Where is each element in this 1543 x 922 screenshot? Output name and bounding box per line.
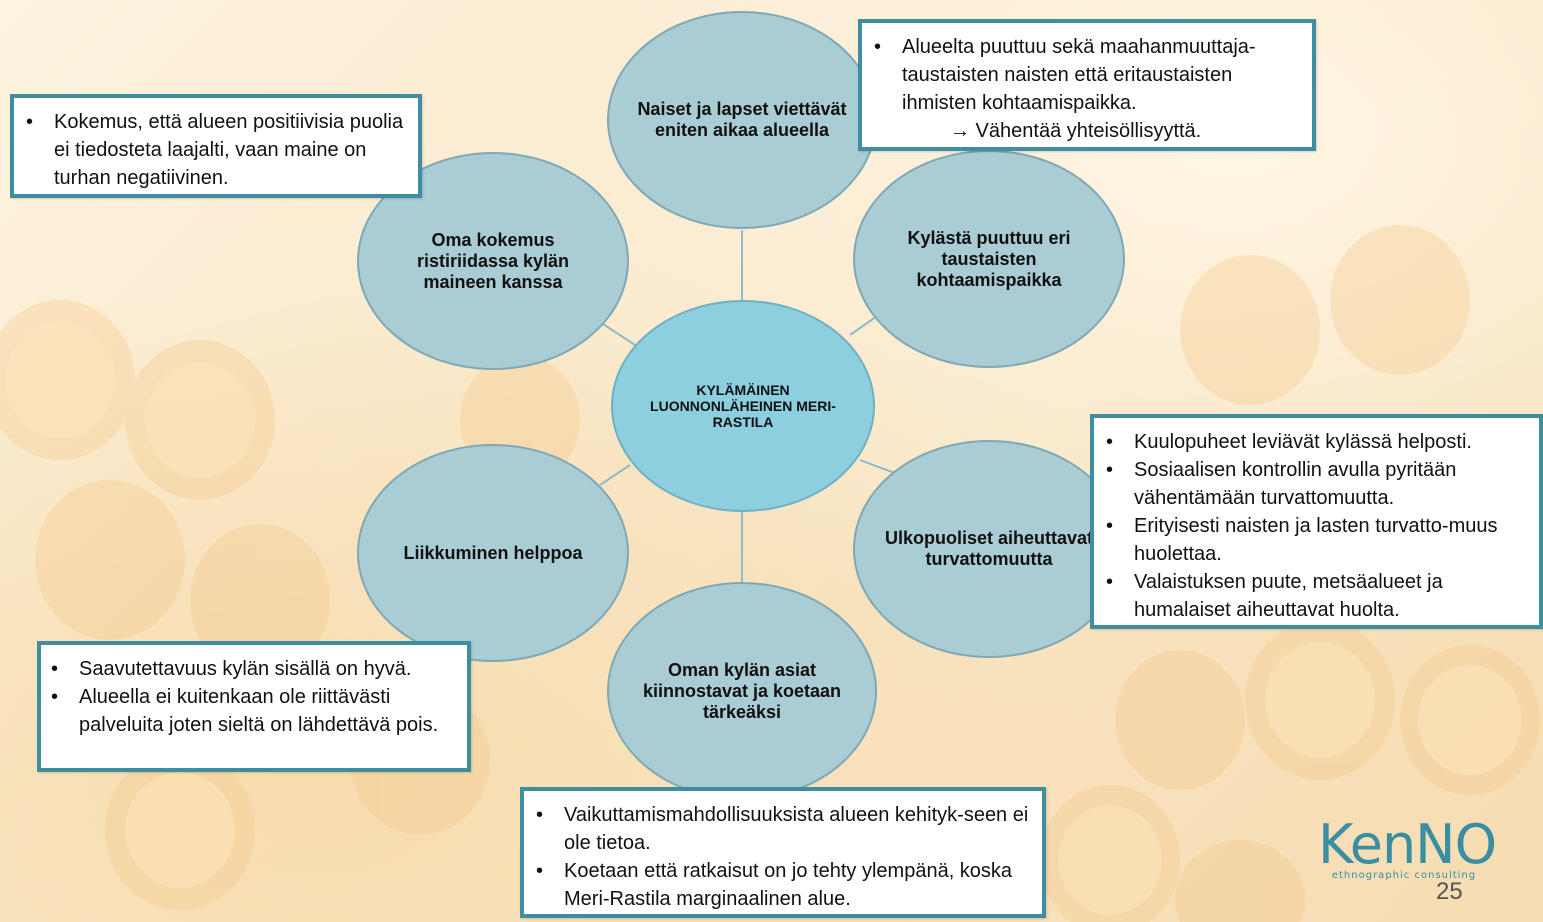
node-naiset-ja-lapset: Naiset ja lapset viettävät eniten aikaa … — [607, 11, 877, 229]
callout-bullet: Koetaan että ratkaisut on jo tehty ylemp… — [528, 857, 1032, 913]
callout-list: Kokemus, että alueen positiivisia puolia… — [18, 108, 406, 192]
callout-bottom-left: Saavutettavuus kylän sisällä on hyvä. Al… — [37, 641, 471, 772]
callout-list: Alueelta puuttuu sekä maahanmuuttaja-tau… — [866, 33, 1300, 145]
callout-list: Vaikuttamismahdollisuuksista alueen kehi… — [528, 801, 1032, 913]
node-kohtaamispaikka: Kylästä puuttuu eri taustaisten kohtaami… — [853, 150, 1125, 368]
center-node: KYLÄMÄINEN LUONNONLÄHEINEN MERI-RASTILA — [611, 300, 875, 512]
callout-bullet: Alueella ei kuitenkaan ole riittävästi p… — [43, 683, 457, 739]
node-label: Oman kylän asiat kiinnostavat ja koetaan… — [642, 659, 842, 722]
callout-top-right: Alueelta puuttuu sekä maahanmuuttaja-tau… — [858, 19, 1316, 151]
callout-top-left: Kokemus, että alueen positiivisia puolia… — [10, 94, 422, 198]
node-label: Oma kokemus ristiriidassa kylän maineen … — [416, 229, 570, 292]
connector-bottom-left — [599, 464, 631, 486]
callout-bullet: Valaistuksen puute, metsäalueet ja humal… — [1098, 568, 1529, 624]
callout-bullet: Vaikuttamismahdollisuuksista alueen kehi… — [528, 801, 1032, 857]
kenno-logo: KenNO ethnographic consulting — [1318, 813, 1497, 882]
callout-bullet: Sosiaalisen kontrollin avulla pyritään v… — [1098, 456, 1529, 512]
page-number: 25 — [1436, 878, 1463, 905]
callout-bottom: Vaikuttamismahdollisuuksista alueen kehi… — [520, 787, 1046, 918]
callout-bullet: Alueelta puuttuu sekä maahanmuuttaja-tau… — [866, 33, 1300, 117]
callout-list: Saavutettavuus kylän sisällä on hyvä. Al… — [43, 655, 457, 739]
center-node-label: KYLÄMÄINEN LUONNONLÄHEINEN MERI-RASTILA — [650, 382, 836, 430]
node-label: Kylästä puuttuu eri taustaisten kohtaami… — [907, 227, 1071, 290]
node-turvattomuus: Ulkopuoliset aiheuttavat turvattomuutta — [853, 440, 1125, 658]
logo-tagline: ethnographic consulting — [1331, 870, 1477, 881]
callout-bullet: Erityisesti naisten ja lasten turvatto-m… — [1098, 512, 1529, 568]
node-label: Ulkopuoliset aiheuttavat turvattomuutta — [884, 528, 1094, 569]
arrow-line-text: → Vähentää yhteisöllisyyttä. — [950, 120, 1202, 142]
logo-wordmark: KenNO — [1318, 813, 1497, 876]
connector-top-left — [599, 321, 636, 346]
callout-arrow-line: → Vähentää yhteisöllisyyttä. — [866, 117, 1300, 145]
node-oman-kylan-asiat: Oman kylän asiat kiinnostavat ja koetaan… — [607, 582, 877, 800]
node-label: Naiset ja lapset viettävät eniten aikaa … — [637, 99, 847, 140]
callout-bullet: Kokemus, että alueen positiivisia puolia… — [18, 108, 406, 192]
callout-right: Kuulopuheet leviävät kylässä helposti. S… — [1090, 414, 1543, 629]
callout-list: Kuulopuheet leviävät kylässä helposti. S… — [1098, 428, 1529, 624]
callout-bullet: Kuulopuheet leviävät kylässä helposti. — [1098, 428, 1529, 456]
node-label: Liikkuminen helppoa — [403, 542, 583, 563]
node-liikkuminen: Liikkuminen helppoa — [357, 444, 629, 662]
callout-bullet: Saavutettavuus kylän sisällä on hyvä. — [43, 655, 457, 683]
